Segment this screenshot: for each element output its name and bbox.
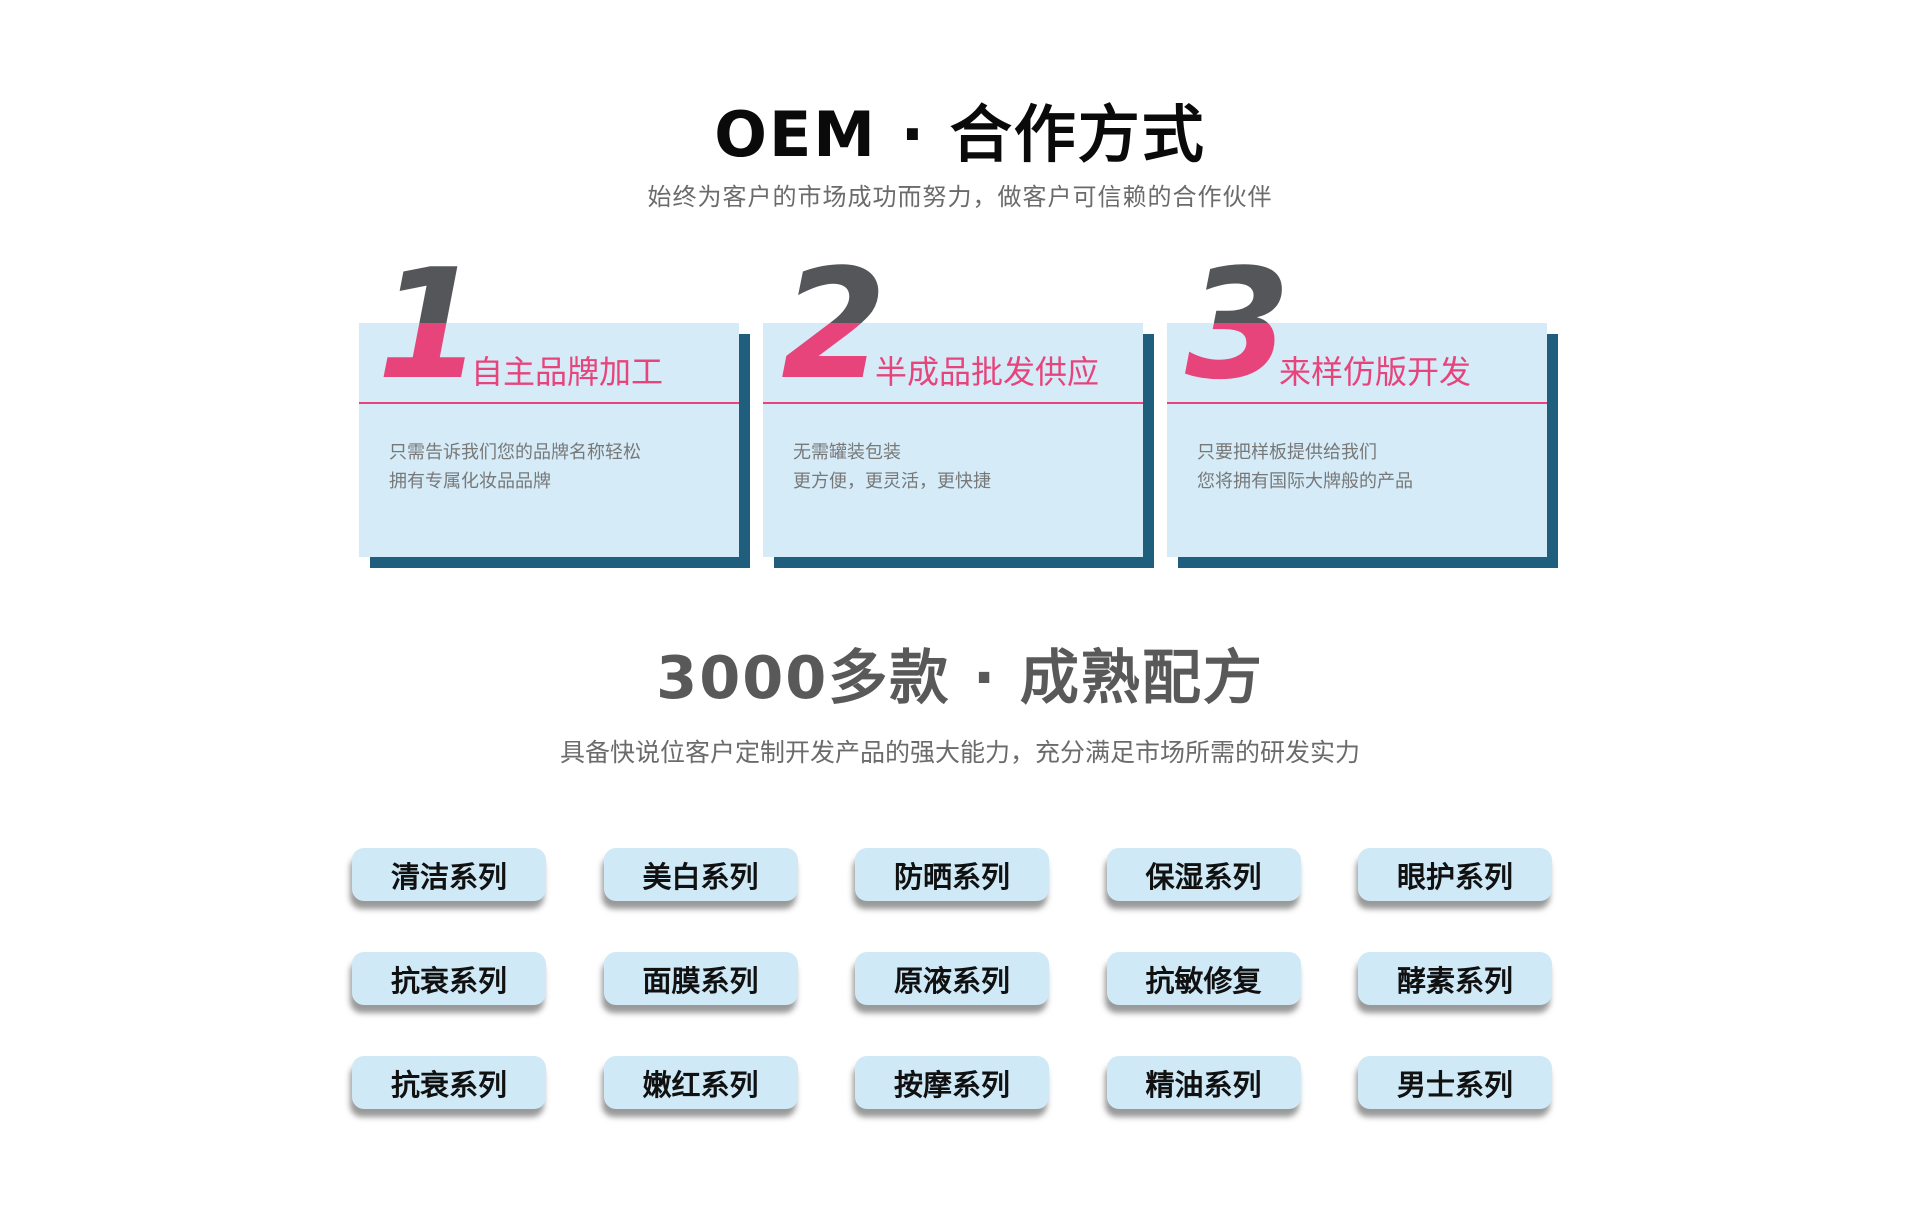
card-title: 半成品批发供应 [875,353,1100,391]
formulas-section-title: 3000多款 · 成熟配方 [656,643,1264,712]
card-description-line: 拥有专属化妆品品牌 [389,471,551,492]
series-chip[interactable]: 清洁系列 [352,848,546,901]
card-description: 只要把样板提供给我们 您将拥有国际大牌般的产品 [1197,438,1531,496]
series-chip[interactable]: 防晒系列 [855,848,1049,901]
series-chip[interactable]: 保湿系列 [1106,848,1301,901]
card-description: 只需告诉我们您的品牌名称轻松 拥有专属化妆品品牌 [389,438,723,496]
card-title: 自主品牌加工 [471,353,664,391]
series-chip[interactable]: 眼护系列 [1358,848,1552,901]
series-chip[interactable]: 原液系列 [855,952,1049,1005]
series-row-2: 抗衰系列 面膜系列 原液系列 抗敏修复 酵素系列 [352,952,1552,1005]
cooperation-card-1: 1 1 自主品牌加工 只需告诉我们您的品牌名称轻松 拥有专属化妆品品牌 [359,323,739,557]
series-chip[interactable]: 嫩红系列 [603,1056,798,1109]
card-divider [1167,402,1547,404]
series-chip[interactable]: 抗敏修复 [1106,952,1301,1005]
series-chip[interactable]: 面膜系列 [603,952,798,1005]
card-description-line: 只需告诉我们您的品牌名称轻松 [389,442,641,463]
card-number-2: 2 2 [775,249,887,401]
cooperation-cards-row: 1 1 自主品牌加工 只需告诉我们您的品牌名称轻松 拥有专属化妆品品牌 2 2 … [359,323,1547,557]
card-description-line: 您将拥有国际大牌般的产品 [1197,471,1413,492]
series-chip[interactable]: 精油系列 [1106,1056,1301,1109]
card-number-1: 1 1 [371,249,483,401]
card-description-line: 无需罐装包装 [793,442,901,463]
series-grid: 清洁系列 美白系列 防晒系列 保湿系列 眼护系列 抗衰系列 面膜系列 原液系列 … [352,848,1552,1160]
cooperation-card-3: 3 3 来样仿版开发 只要把样板提供给我们 您将拥有国际大牌般的产品 [1167,323,1547,557]
card-divider [359,402,739,404]
series-chip[interactable]: 按摩系列 [855,1056,1049,1109]
series-row-3: 抗衰系列 嫩红系列 按摩系列 精油系列 男士系列 [352,1056,1552,1109]
card-description: 无需罐装包装 更方便，更灵活，更快捷 [793,438,1127,496]
card-description-line: 更方便，更灵活，更快捷 [793,471,991,492]
page-subtitle: 始终为客户的市场成功而努力，做客户可信赖的合作伙伴 [647,183,1273,211]
series-chip[interactable]: 抗衰系列 [352,1056,546,1109]
page-title: OEM · 合作方式 [714,98,1206,171]
series-chip[interactable]: 酵素系列 [1358,952,1552,1005]
cooperation-card-2: 2 2 半成品批发供应 无需罐装包装 更方便，更灵活，更快捷 [763,323,1143,557]
card-title: 来样仿版开发 [1279,353,1472,391]
formulas-section-subtitle: 具备快说位客户定制开发产品的强大能力，充分满足市场所需的研发实力 [559,738,1360,767]
card-divider [763,402,1143,404]
card-description-line: 只要把样板提供给我们 [1197,442,1377,463]
series-chip[interactable]: 男士系列 [1358,1056,1552,1109]
card-number-3: 3 3 [1179,249,1291,401]
series-chip[interactable]: 抗衰系列 [352,952,546,1005]
series-chip[interactable]: 美白系列 [603,848,798,901]
series-row-1: 清洁系列 美白系列 防晒系列 保湿系列 眼护系列 [352,848,1552,901]
